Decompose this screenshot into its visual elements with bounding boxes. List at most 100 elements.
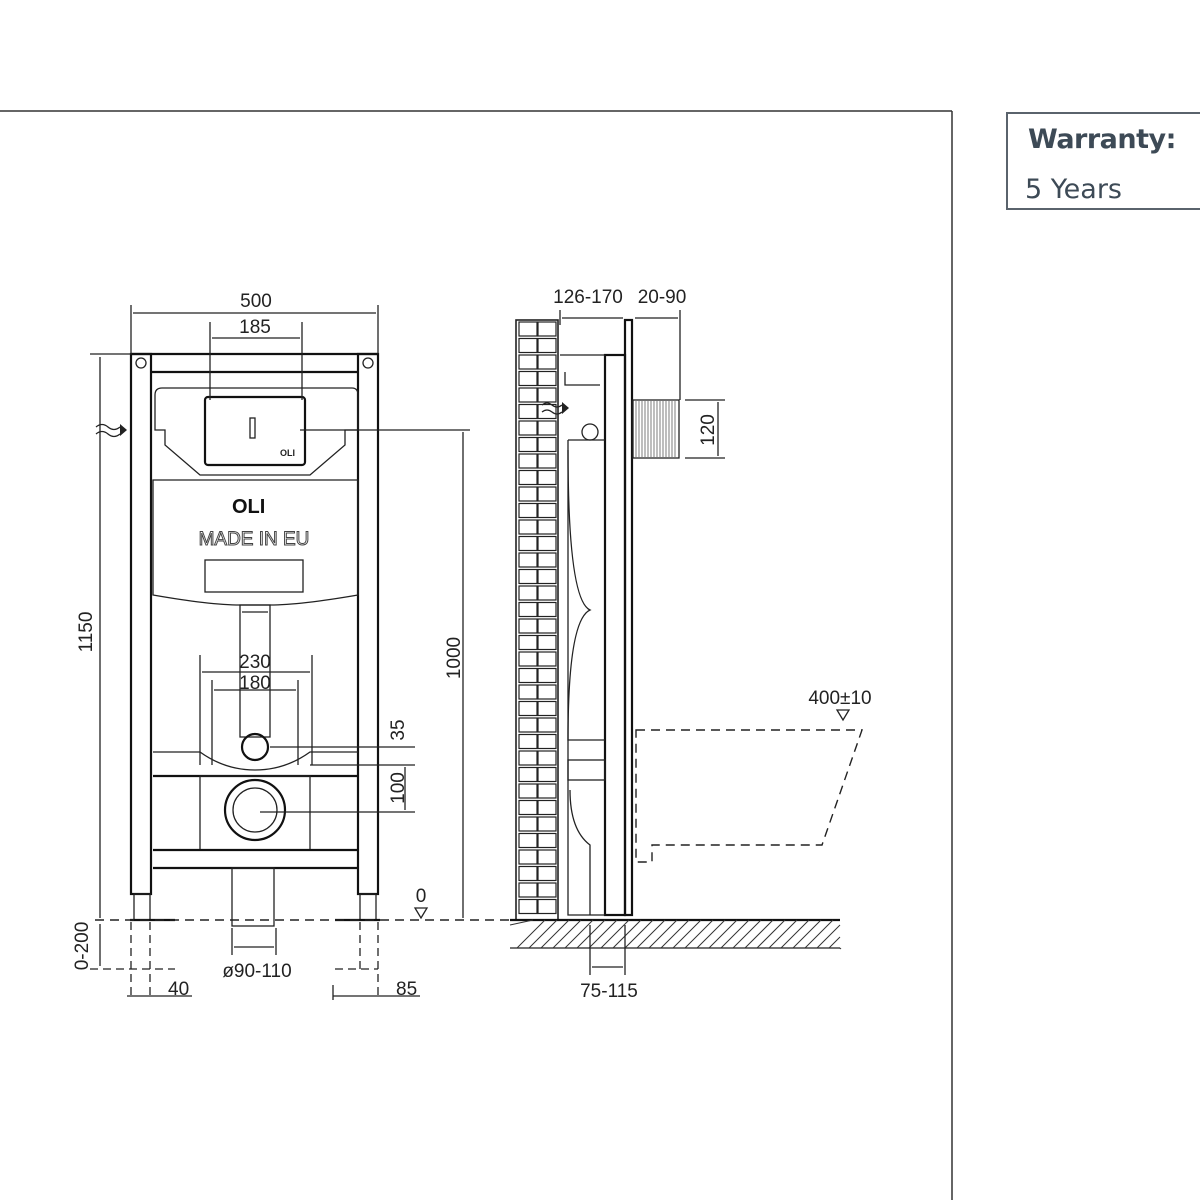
dim-floor-depth: 75-115	[580, 981, 638, 1002]
brick	[537, 403, 557, 420]
floor-level-marker-icon	[413, 907, 429, 920]
brick	[518, 420, 538, 436]
dim-leg-adjust: 0-200	[72, 922, 93, 971]
dim-connector-height: 120	[698, 414, 719, 446]
warranty-label: Warranty:	[1028, 124, 1176, 155]
dim-height: 1150	[76, 612, 97, 653]
brick	[518, 667, 538, 684]
brick	[537, 354, 557, 370]
brick	[537, 337, 557, 354]
dim-plate-width: 185	[239, 317, 271, 338]
brick	[537, 832, 557, 849]
brick	[518, 601, 538, 618]
brick	[537, 502, 557, 519]
dimension-lines	[90, 305, 470, 1000]
brick	[518, 354, 538, 370]
brick	[518, 849, 538, 865]
brick	[537, 469, 557, 486]
brick	[518, 799, 538, 816]
brick	[537, 370, 557, 387]
toilet-pan-outline	[635, 729, 863, 863]
brick	[518, 700, 538, 717]
brick	[518, 453, 538, 469]
pipe-connector	[632, 399, 680, 459]
front-view: OLI OLI MADE IN EU	[72, 291, 510, 1000]
floor-section	[509, 918, 842, 950]
connector-hatch	[635, 401, 676, 457]
brick	[518, 651, 538, 667]
dim-width: 500	[240, 291, 272, 312]
cistern: OLI OLI MADE IN EU	[152, 387, 359, 606]
brick	[518, 387, 538, 403]
brick	[537, 898, 557, 915]
inlet-arrow-icon-side	[562, 402, 569, 414]
brick	[537, 618, 557, 634]
drawing-border	[0, 110, 953, 1200]
brick	[537, 601, 557, 618]
brick	[518, 684, 538, 700]
brick	[518, 403, 538, 420]
brick	[518, 750, 538, 766]
brick	[518, 816, 538, 832]
brick	[518, 519, 538, 535]
brick	[537, 436, 557, 453]
brick	[518, 898, 538, 915]
brick	[537, 750, 557, 766]
brick	[537, 387, 557, 403]
brick	[518, 370, 538, 387]
brick	[518, 882, 538, 898]
frame-side	[560, 318, 680, 917]
brick	[518, 502, 538, 519]
dim-panel-depth: 20-90	[638, 287, 687, 308]
brick	[537, 651, 557, 667]
flush-pipe	[153, 604, 358, 927]
dim-foot-right: 85	[396, 979, 417, 1000]
side-view: 126-170 20-90 120 400±10 75-115	[509, 287, 872, 1002]
brick	[537, 519, 557, 535]
brick	[518, 552, 538, 568]
brick	[537, 667, 557, 684]
brick	[518, 717, 538, 733]
brick	[518, 618, 538, 634]
inlet-arrow-icon	[120, 424, 127, 436]
brick	[518, 865, 538, 882]
dim-waste-offset: 100	[388, 772, 409, 804]
dim-elbow-offset: 35	[388, 719, 409, 740]
dim-wall-gap: 126-170	[553, 287, 623, 308]
brick	[518, 337, 538, 354]
brick	[518, 766, 538, 783]
brick	[518, 783, 538, 799]
brick	[537, 865, 557, 882]
brick	[537, 717, 557, 733]
brick	[518, 634, 538, 651]
brick	[537, 733, 557, 750]
dim-drain-diameter: ø90-110	[222, 961, 291, 982]
plate-logo: OLI	[280, 448, 295, 458]
dim-foot-left: 40	[168, 979, 189, 1000]
brick	[537, 783, 557, 799]
side-dimension-lines	[559, 310, 725, 975]
made-in-eu-text: MADE IN EU	[199, 529, 310, 550]
brick	[537, 700, 557, 717]
brick	[537, 420, 557, 436]
water-inlet-icon-side	[541, 402, 563, 415]
brick	[537, 816, 557, 832]
brick	[537, 568, 557, 585]
brick	[537, 321, 557, 337]
brick	[518, 486, 538, 502]
brick	[518, 535, 538, 552]
brick	[537, 849, 557, 865]
dim-bolt-outer: 230	[239, 652, 271, 673]
brick	[537, 535, 557, 552]
brick	[518, 585, 538, 601]
brick	[537, 882, 557, 898]
brick	[537, 453, 557, 469]
frame	[129, 352, 380, 922]
brick	[518, 832, 538, 849]
brick	[518, 436, 538, 453]
brick	[518, 568, 538, 585]
warranty-value: 5 Years	[1025, 174, 1122, 205]
brick	[537, 486, 557, 502]
brick	[537, 799, 557, 816]
